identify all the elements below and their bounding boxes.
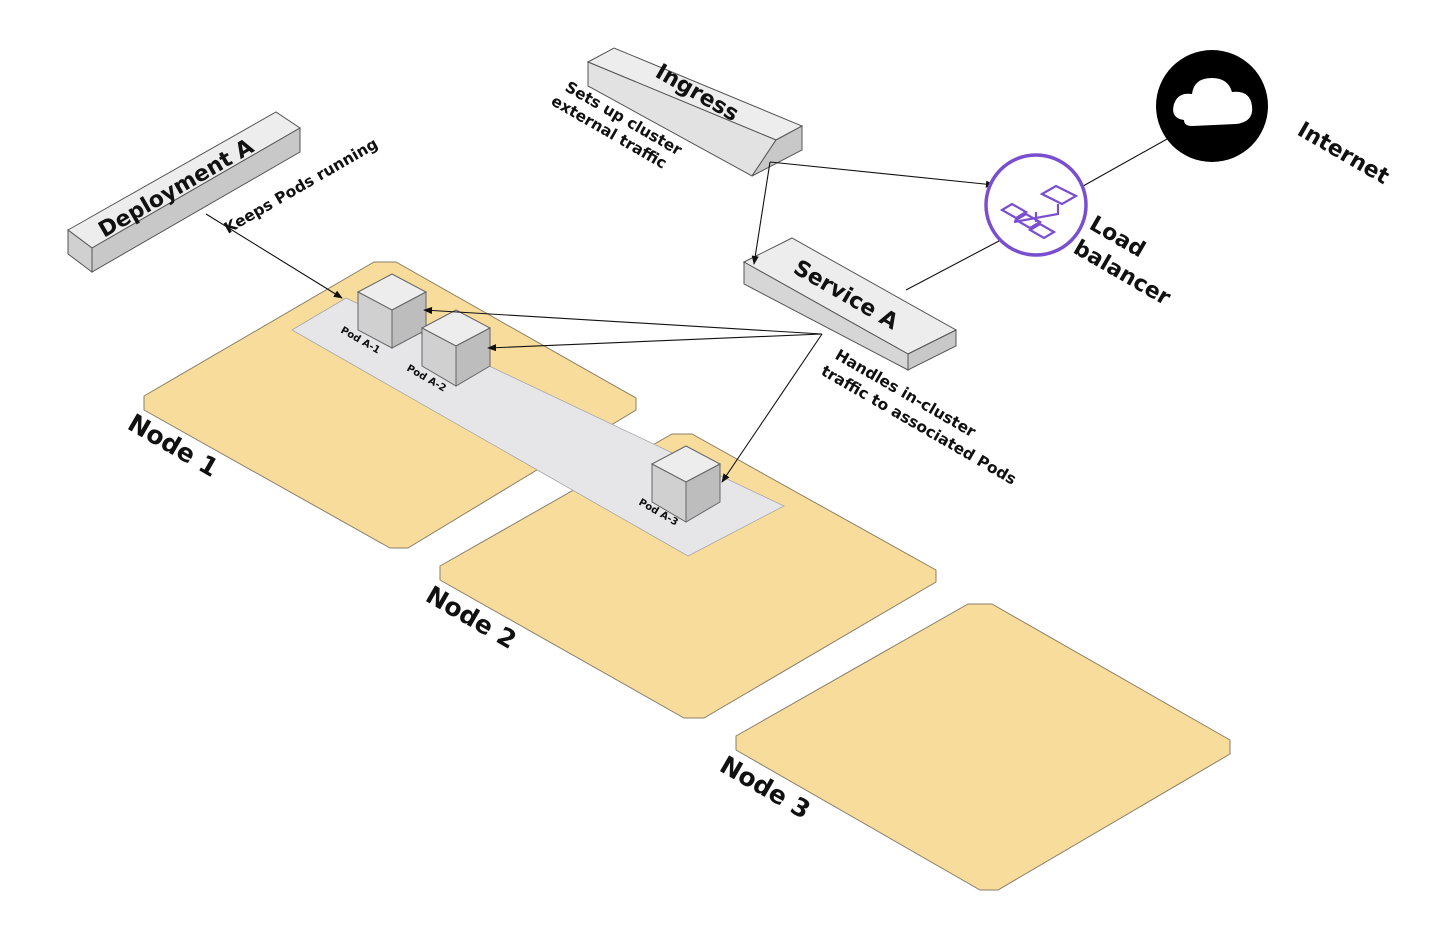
deployment-to-pod-a-1-arrow bbox=[205, 213, 343, 299]
pod-a-3-icon[interactable] bbox=[650, 445, 722, 523]
service-to-pod-a-2-arrow bbox=[487, 333, 823, 352]
pod-a-1-icon[interactable] bbox=[356, 273, 428, 349]
ingress-to-load-balancer-arrow bbox=[769, 161, 995, 188]
cloud-icon bbox=[1156, 50, 1268, 162]
service-to-pod-a-3-arrow bbox=[721, 333, 823, 483]
node-2-plate bbox=[439, 433, 937, 719]
internet-to-load-balancer-line bbox=[1075, 133, 1177, 191]
node-1-plate bbox=[143, 261, 637, 549]
ingress-to-service-arrow bbox=[751, 161, 771, 265]
service-to-pod-a-1-arrow bbox=[423, 306, 823, 335]
pod-a-2-icon[interactable] bbox=[420, 309, 492, 387]
service-a-description-line-2: traffic to associated Pods bbox=[818, 362, 1019, 489]
node-3-plate bbox=[735, 603, 1231, 891]
ingress-block[interactable] bbox=[586, 47, 804, 177]
load-balancer-to-service-line bbox=[905, 231, 1017, 291]
internet-label: Internet bbox=[1293, 118, 1394, 191]
load-balancer-icon[interactable] bbox=[984, 153, 1088, 257]
deployment-a-block[interactable] bbox=[67, 111, 301, 273]
service-a-block[interactable] bbox=[742, 237, 958, 371]
